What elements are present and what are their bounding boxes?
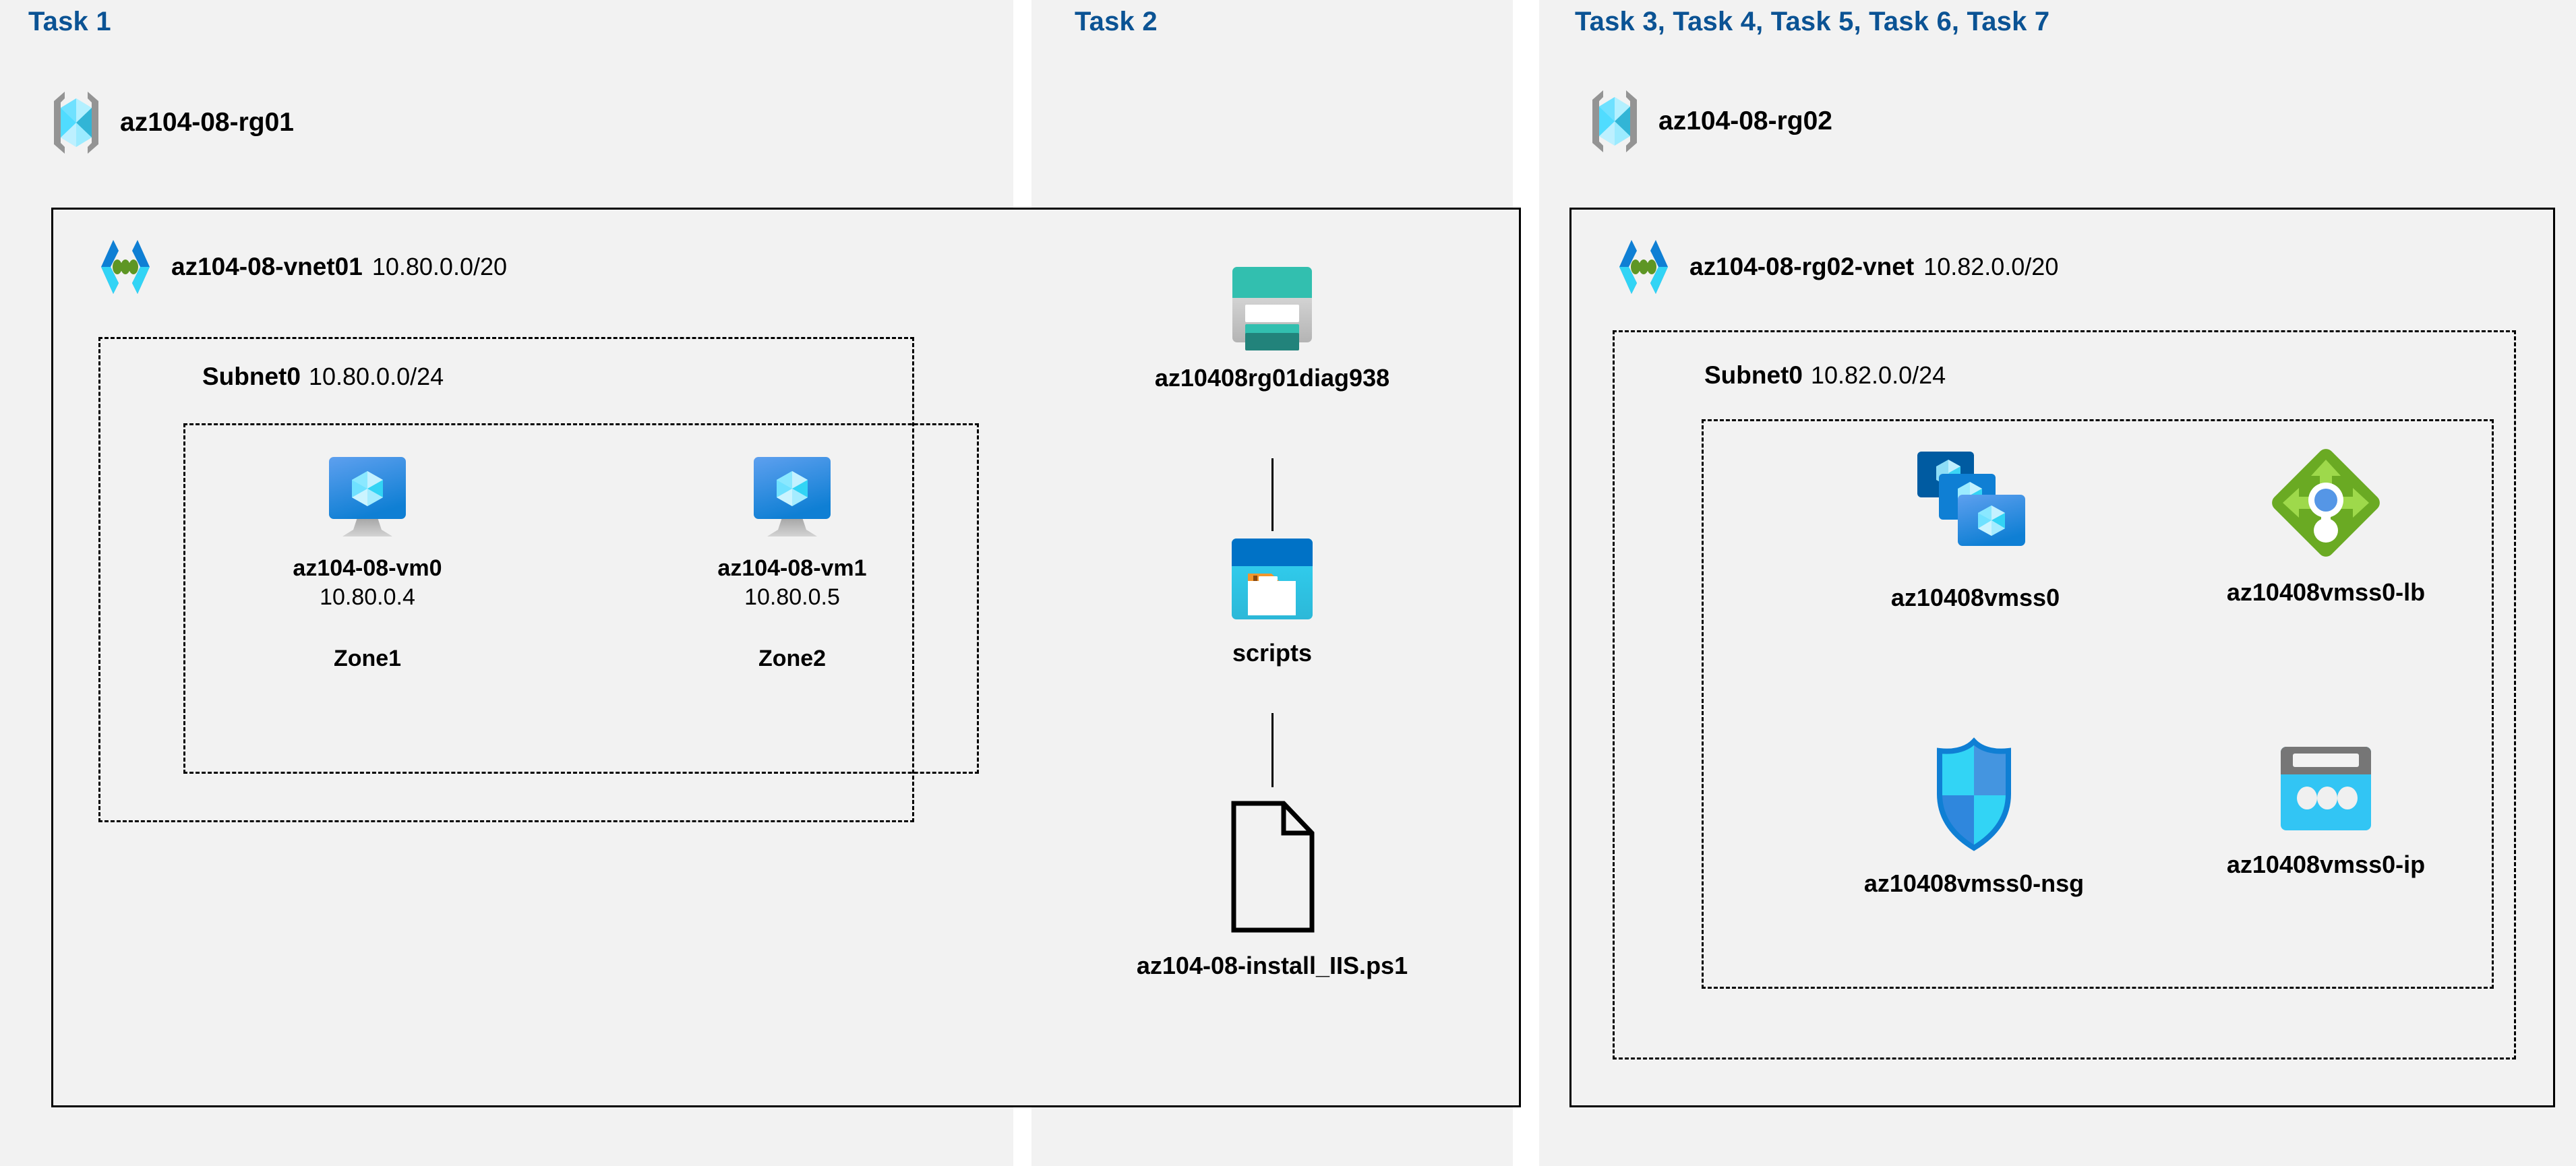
storage-account-icon [1231, 263, 1313, 350]
resource-group-box-right [1702, 419, 2494, 989]
storage-account-label: az10408rg01diag938 [1154, 364, 1390, 392]
vnet-cidr-label: 10.82.0.0/20 [1923, 253, 2059, 280]
public-ip-address-icon [2278, 744, 2374, 836]
task-2-title: Task 2 [1075, 7, 1158, 36]
vnet-box-az104-08-rg02-vnet [1569, 208, 2555, 1107]
vnet-box-right-edge-overlap [1519, 208, 1521, 1107]
vnet-name-label: az104-08-rg02-vnet [1689, 253, 1915, 280]
node-az104-08-vm0: az104-08-vm0 10.80.0.4 Zone1 [256, 453, 479, 672]
vm-group-box-left [183, 423, 979, 774]
vm-ip: 10.80.0.5 [744, 584, 840, 610]
node-ps1-file: az104-08-install_IIS.ps1 [1060, 799, 1485, 980]
virtual-network-icon [93, 235, 158, 299]
vm-name: az104-08-vm0 [293, 555, 442, 581]
blob-container-icon [1230, 536, 1315, 621]
node-az10408vmss0-ip: az10408vmss0-ip [2157, 744, 2494, 879]
load-balancer-icon [2268, 445, 2384, 563]
subnet-name: Subnet0 [1704, 361, 1803, 389]
resource-group-az104-08-rg02: az104-08-rg02 [1586, 88, 1832, 155]
vm-zone: Zone1 [333, 646, 402, 671]
connector-storage-to-container [1271, 458, 1274, 531]
node-az10408vmss0-nsg: az10408vmss0-nsg [1778, 736, 2169, 898]
nsg-label: az10408vmss0-nsg [1863, 869, 2085, 897]
network-security-group-icon [1930, 736, 2018, 855]
node-az10408vmss0-lb: az10408vmss0-lb [2151, 445, 2501, 607]
vnet-cidr-label: 10.80.0.0/20 [371, 253, 508, 280]
subnet-name: Subnet0 [202, 363, 301, 390]
resource-group-icon [47, 89, 105, 156]
subnet-box-right [1613, 330, 2516, 1060]
node-storage-account: az10408rg01diag938 [1106, 263, 1439, 392]
file-label: az104-08-install_IIS.ps1 [1136, 952, 1408, 979]
resource-group-label: az104-08-rg02 [1658, 106, 1832, 135]
subnet-label-left: Subnet0 10.80.0.0/24 [202, 363, 444, 391]
task-1-title: Task 1 [28, 7, 111, 36]
task-3-7-title: Task 3, Task 4, Task 5, Task 6, Task 7 [1575, 7, 2050, 36]
vm-zone: Zone2 [758, 646, 827, 671]
node-az104-08-vm1: az104-08-vm1 10.80.0.5 Zone2 [681, 453, 903, 672]
subnet-cidr: 10.80.0.0/24 [308, 363, 444, 390]
vm-name: az104-08-vm1 [717, 555, 867, 581]
container-label: scripts [1232, 639, 1313, 667]
public-ip-label: az10408vmss0-ip [2226, 851, 2426, 878]
node-az10408vmss0: az10408vmss0 [1780, 445, 2171, 612]
resource-group-label: az104-08-rg01 [120, 108, 294, 137]
vm-ip: 10.80.0.4 [320, 584, 415, 610]
resource-group-az104-08-rg01: az104-08-rg01 [47, 89, 294, 156]
connector-container-to-file [1271, 713, 1274, 787]
vmss-label: az10408vmss0 [1890, 584, 2060, 611]
vnet-header-az104-08-vnet01: az104-08-vnet01 10.80.0.0/20 [93, 235, 507, 299]
virtual-machine-icon [324, 453, 411, 542]
subnet-box-left [98, 337, 914, 822]
vnet-name-label: az104-08-vnet01 [171, 253, 363, 280]
subnet-cidr: 10.82.0.0/24 [1810, 361, 1946, 389]
load-balancer-label: az10408vmss0-lb [2226, 578, 2426, 606]
virtual-machine-icon [748, 453, 836, 542]
vnet-box-top-edge-overlap [1031, 208, 1513, 210]
node-blob-container: scripts [1188, 536, 1356, 667]
vm-scale-set-icon [1915, 445, 2036, 569]
virtual-network-icon [1611, 235, 1676, 299]
vnet-header-az104-08-rg02-vnet: az104-08-rg02-vnet 10.82.0.0/20 [1611, 235, 2058, 299]
file-icon [1228, 799, 1316, 934]
vnet-box-bottom-edge-overlap [1031, 1105, 1513, 1107]
resource-group-icon [1586, 88, 1644, 155]
